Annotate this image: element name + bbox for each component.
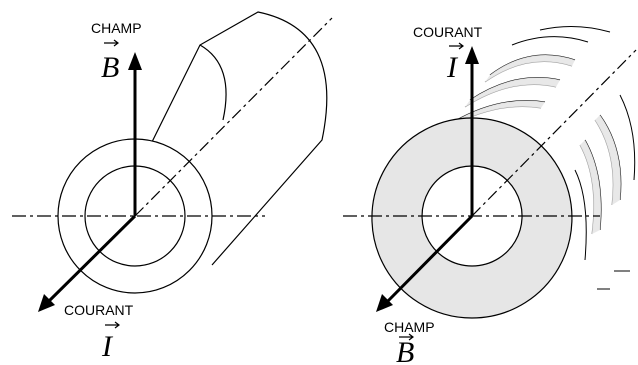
right-current-vector-arrow-mark xyxy=(449,42,464,50)
diagonal-dash-axis xyxy=(134,17,333,217)
current-word-label: COURANT xyxy=(64,302,134,318)
field-vector-arrow-mark xyxy=(104,39,119,47)
field-ring-shading xyxy=(448,55,621,234)
right-field-vector-arrow-mark xyxy=(399,333,414,341)
right-diagonal-dash-axis xyxy=(471,49,637,217)
current-symbol-label: I xyxy=(101,330,114,363)
right-field-word-label: CHAMP xyxy=(384,319,435,335)
current-arrow xyxy=(44,214,137,306)
field-word-label: CHAMP xyxy=(91,20,142,36)
right-field-arrow xyxy=(384,214,474,305)
cylinder-body xyxy=(147,11,328,266)
left-figure: CHAMP B COURANT I xyxy=(12,11,333,363)
right-current-word-label: COURANT xyxy=(413,24,483,40)
right-current-symbol-label: I xyxy=(446,51,459,84)
current-vector-arrow-mark xyxy=(105,321,120,329)
right-field-arrowhead xyxy=(376,294,393,312)
field-symbol-label: B xyxy=(101,51,119,84)
current-arrowhead xyxy=(38,294,55,312)
right-current-arrowhead xyxy=(465,46,479,64)
field-arrowhead xyxy=(128,52,142,70)
right-figure: COURANT I CHAMP B xyxy=(343,24,637,365)
right-field-symbol-label: B xyxy=(396,336,414,365)
